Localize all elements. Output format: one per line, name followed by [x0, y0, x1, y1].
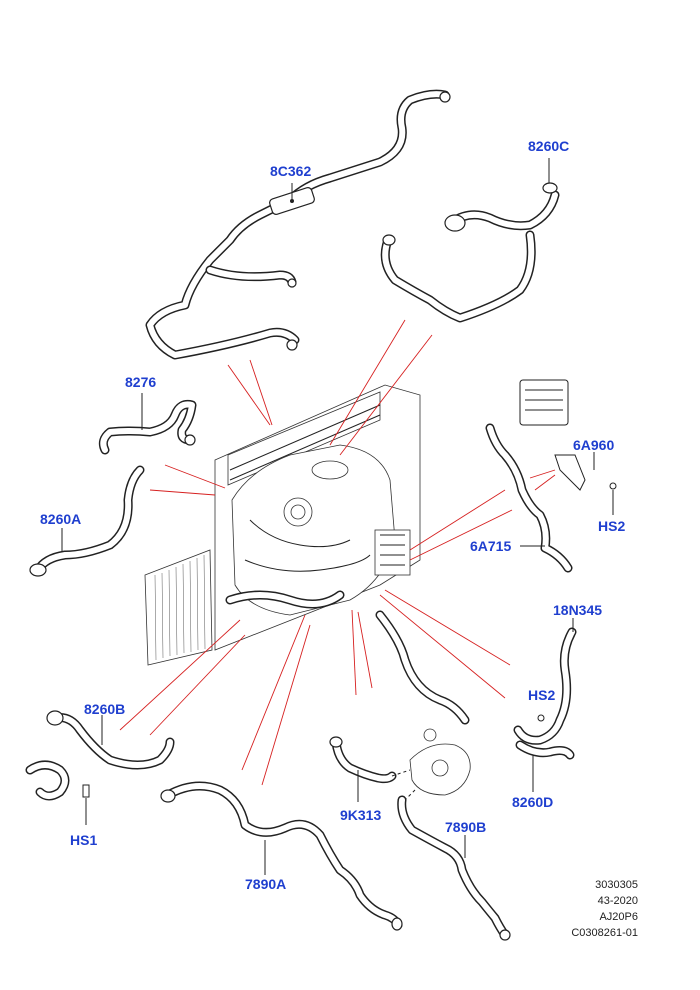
callout-HS2-upper[interactable]: HS2 — [598, 518, 626, 534]
hose-9K313[interactable] — [329, 736, 397, 802]
callout-HS2-lower[interactable]: HS2 — [528, 687, 556, 703]
callout-6A960[interactable]: 6A960 — [573, 437, 615, 453]
callout-18N345[interactable]: 18N345 — [553, 602, 603, 618]
reference-line-4: C0308261-01 — [571, 927, 638, 939]
water-pump — [391, 728, 471, 801]
leader-lines — [119, 319, 556, 786]
callout-6A715[interactable]: 6A715 — [470, 538, 512, 554]
oil-cooler-6A715[interactable] — [485, 379, 617, 573]
reference-codes: 3030305 43-2020 AJ20P6 C0308261-01 — [571, 877, 638, 941]
callout-HS1[interactable]: HS1 — [70, 832, 98, 848]
hose-8260B[interactable] — [25, 710, 175, 825]
hose-7890A[interactable] — [160, 781, 403, 931]
hose-8260A[interactable] — [29, 465, 145, 577]
reference-line-3: AJ20P6 — [599, 911, 638, 923]
hose-7890B[interactable] — [397, 795, 511, 941]
reference-line-1: 3030305 — [595, 879, 638, 891]
hose-8260C[interactable] — [380, 158, 560, 323]
callout-7890A[interactable]: 7890A — [245, 876, 287, 892]
callout-8276[interactable]: 8276 — [125, 374, 157, 390]
hose-8276[interactable] — [98, 393, 197, 455]
hose-8C362[interactable] — [145, 89, 451, 360]
hose-8260D[interactable] — [513, 618, 577, 792]
callout-8C362[interactable]: 8C362 — [270, 163, 312, 179]
callout-8260C[interactable]: 8260C — [528, 138, 570, 154]
callout-8260D[interactable]: 8260D — [512, 794, 554, 810]
callout-7890B[interactable]: 7890B — [445, 819, 487, 835]
callout-9K313[interactable]: 9K313 — [340, 807, 382, 823]
reference-line-2: 43-2020 — [597, 895, 638, 907]
callout-8260A[interactable]: 8260A — [40, 511, 82, 527]
callout-8260B[interactable]: 8260B — [84, 701, 126, 717]
engine-radiator-assembly — [144, 384, 470, 725]
